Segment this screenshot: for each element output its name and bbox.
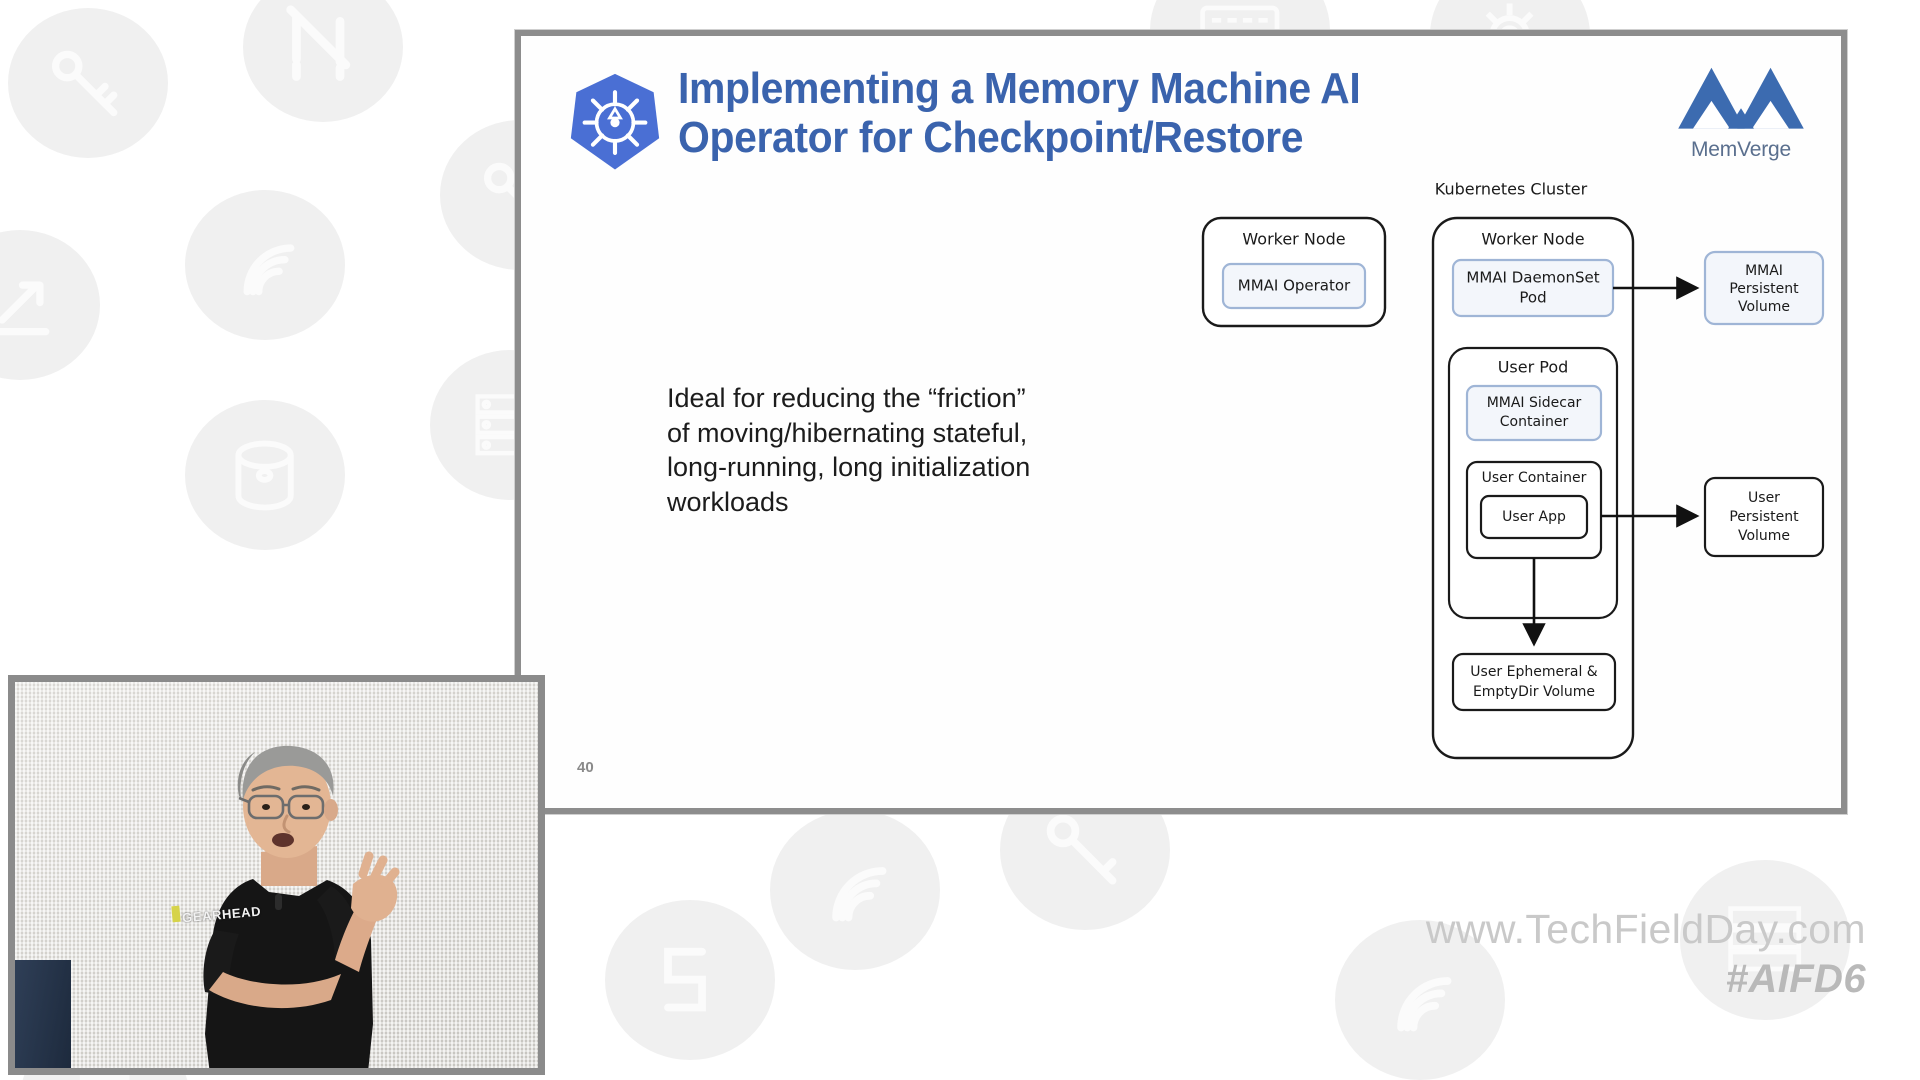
slide-body-text: Ideal for reducing the “friction” of mov… [667,381,1087,519]
wifi-watermark-icon [770,810,940,970]
body-line-2: of moving/hibernating stateful, [667,417,1028,448]
mmai-volume-line-2: Persistent [1729,281,1799,297]
sidecar-line-1: MMAI Sidecar [1487,395,1582,411]
ephemeral-line-2: EmptyDir Volume [1473,684,1595,700]
wifi-watermark-icon [1335,920,1505,1080]
cluster-label: Kubernetes Cluster [1435,180,1588,199]
brand-url: www.TechFieldDay.com [1425,906,1866,952]
worker-node-left-title: Worker Node [1242,230,1345,249]
body-line-1: Ideal for reducing the “friction” [667,383,1026,413]
user-container-title: User Container [1482,470,1587,486]
database-watermark-icon [185,400,345,550]
user-volume-line-3: Volume [1738,528,1790,544]
wifi-watermark-icon [185,190,345,340]
presenter-figure [135,734,455,1068]
download-watermark-icon [243,0,403,122]
memverge-wordmark: MemVerge [1691,138,1791,161]
worker-node-right-title: Worker Node [1481,230,1584,249]
user-app-label: User App [1502,509,1566,525]
mmai-volume-line-3: Volume [1738,299,1790,315]
presentation-slide: Implementing a Memory Machine AI Operato… [515,30,1847,814]
server-rack-watermark-icon [1680,860,1850,1020]
brand-hashtag: #AIFD6 [1725,957,1866,1001]
slide-title-line-2: Operator for Checkpoint/Restore [678,113,1304,163]
page-title: Implementing a Memory Machine AI Operato… [678,64,1571,163]
memverge-mark-icon [1678,67,1804,129]
mmai-volume-line-1: MMAI [1745,263,1783,279]
ephemeral-line-1: User Ephemeral & [1470,664,1598,680]
key-watermark-icon [8,8,168,158]
sidecar-line-2: Container [1500,414,1569,430]
chart-watermark-icon [0,230,100,380]
user-volume-line-1: User [1748,490,1780,506]
presenter-video-feed[interactable]: GEARHEAD [8,675,545,1075]
daemonset-pod-line-1: MMAI DaemonSet [1466,269,1599,287]
slide-number: 40 [577,759,594,776]
architecture-diagram: Kubernetes Cluster Worker Node MMAI Oper… [1181,176,1841,796]
user-pod-title: User Pod [1498,358,1569,377]
user-volume-line-2: Persistent [1729,509,1799,525]
daemonset-pod-line-2: Pod [1519,289,1546,307]
shirt-badge [171,905,181,923]
slide-header: Implementing a Memory Machine AI Operato… [521,36,1841,186]
body-line-4: workloads [667,486,789,517]
slide-title-line-1: Implementing a Memory Machine AI [678,64,1361,113]
body-line-3: long-running, long initialization [667,452,1031,483]
flow-watermark-icon [605,900,775,1060]
memverge-logo: MemVerge [1675,64,1807,169]
mmai-operator-label: MMAI Operator [1238,277,1351,295]
video-foreground-object [15,960,71,1068]
branding-watermark: www.TechFieldDay.com #AIFD6 [1426,906,1866,1002]
kubernetes-logo-icon [569,72,661,172]
